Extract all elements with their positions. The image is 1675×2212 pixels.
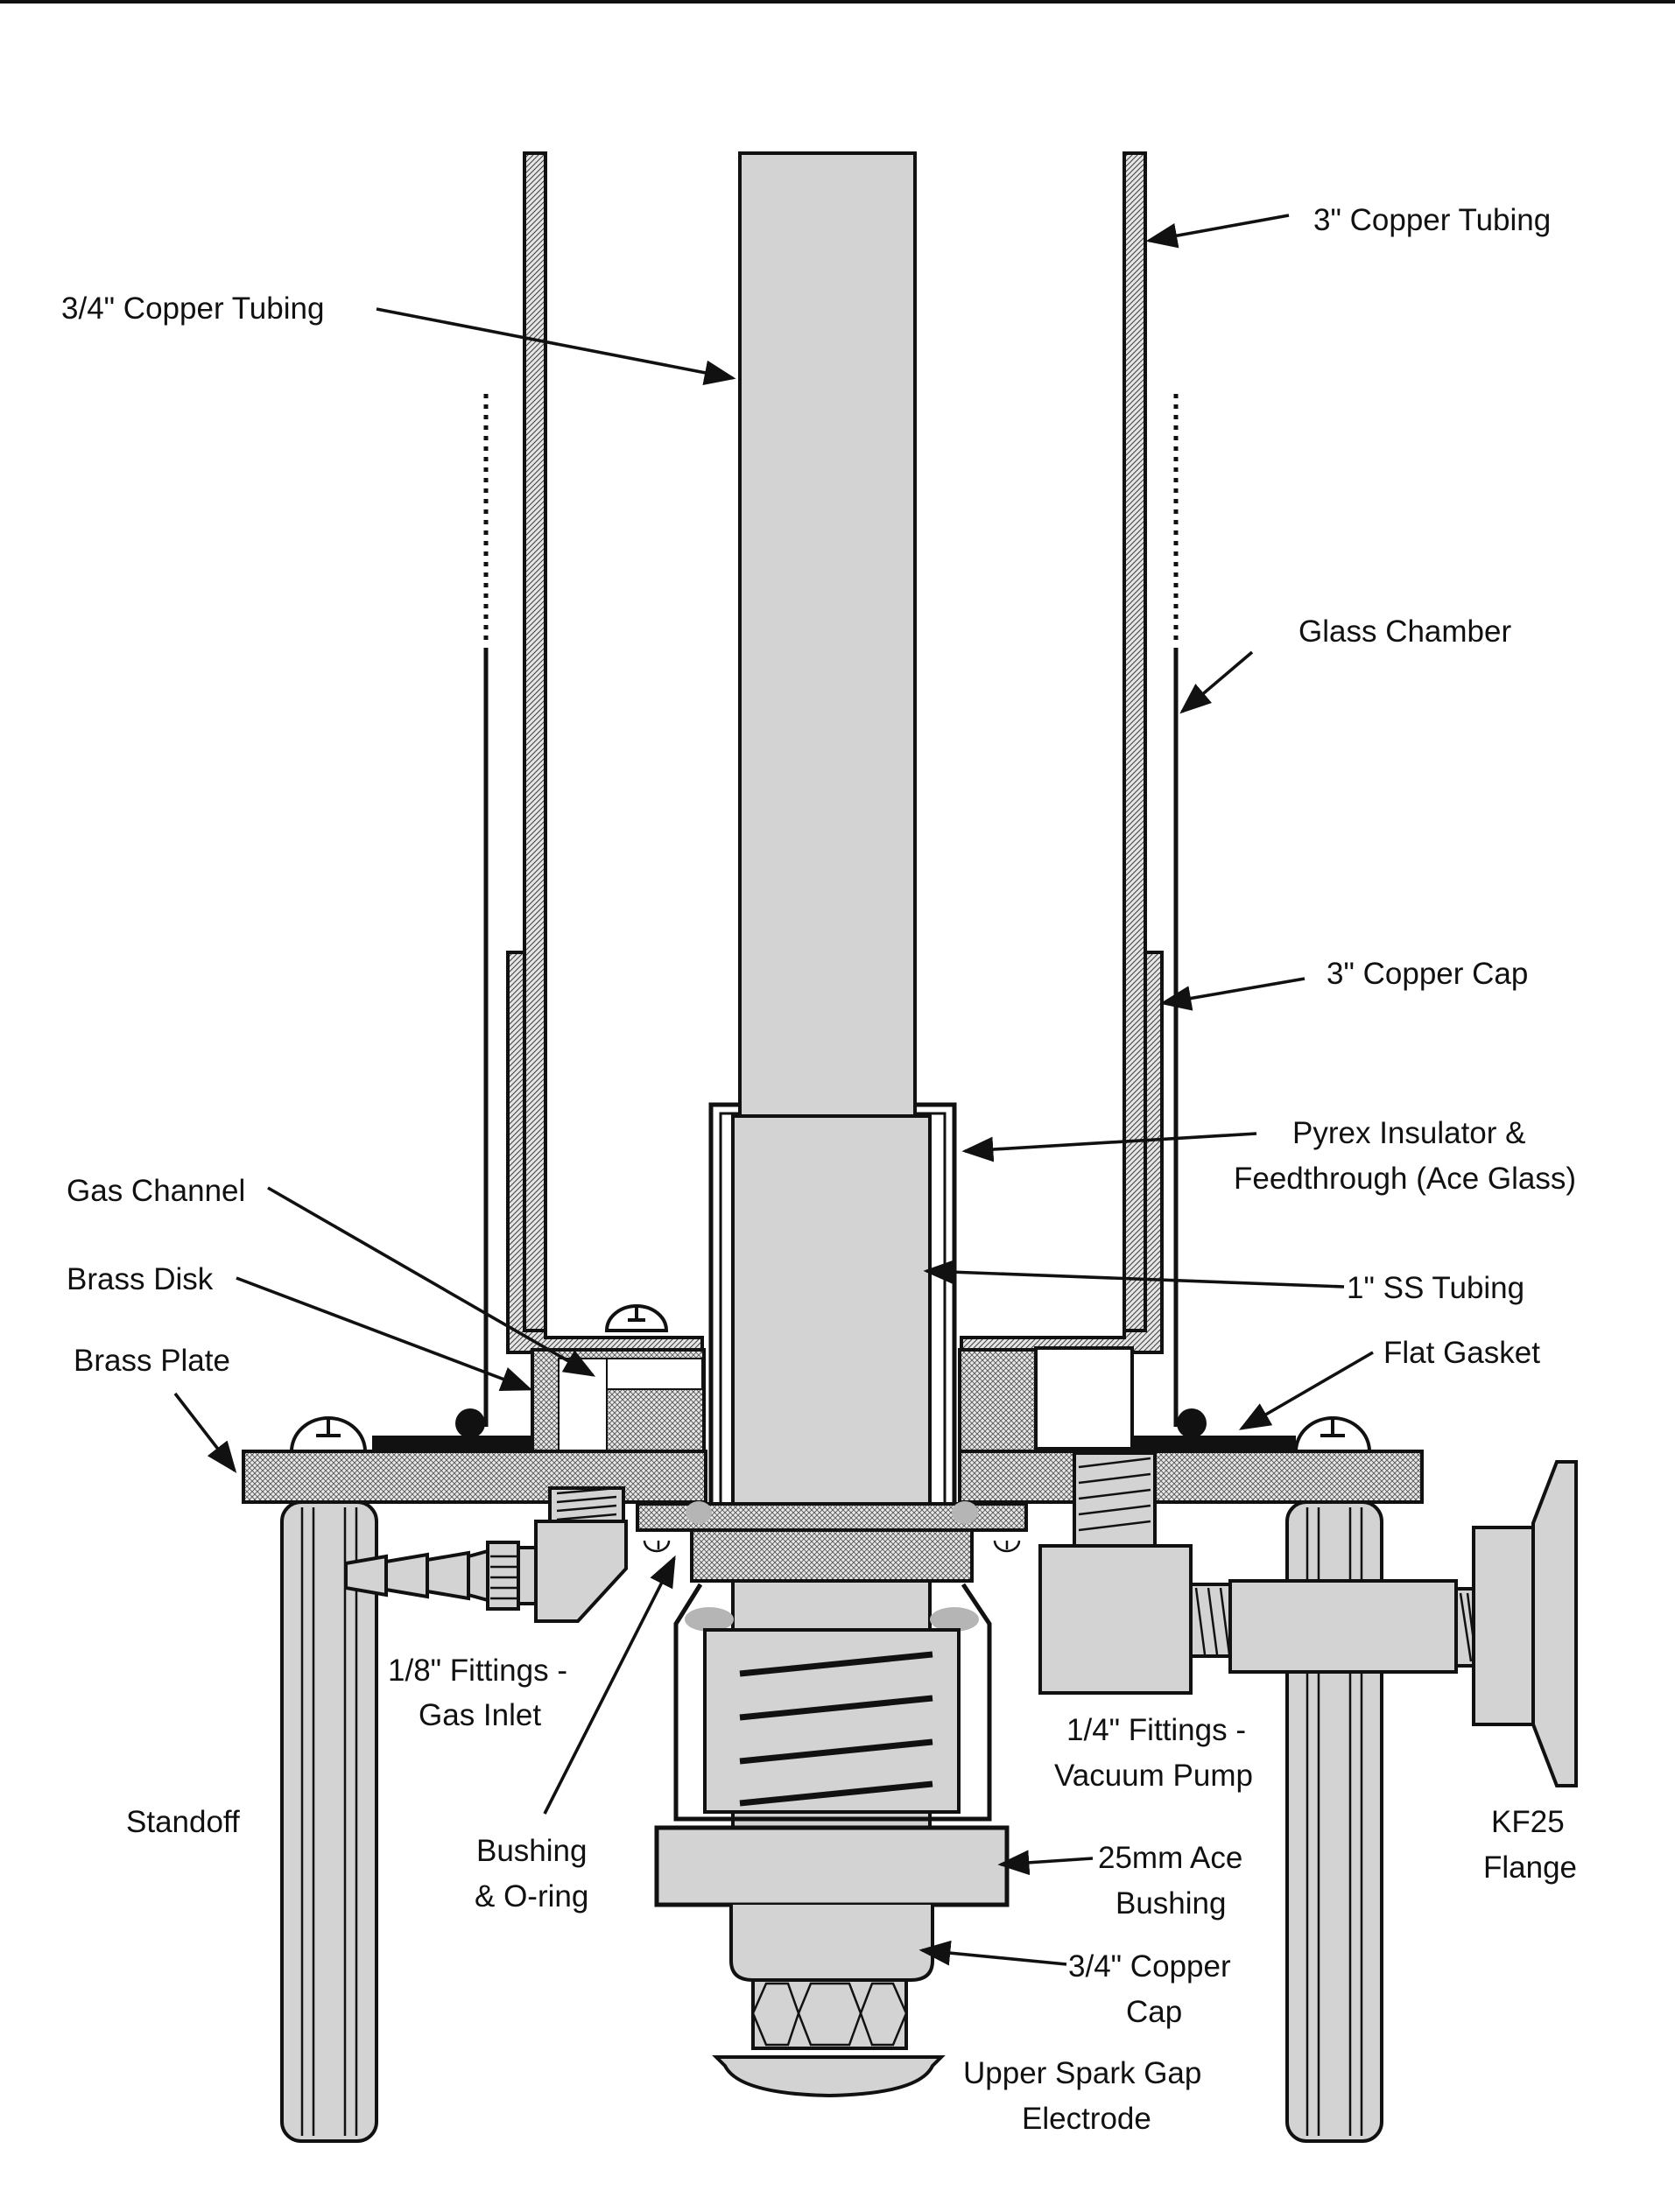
brass-plate xyxy=(242,1450,1424,1504)
spark-gap-electrode xyxy=(712,2055,946,2098)
copper-tubing-3in xyxy=(523,151,1147,1332)
left-standoff xyxy=(280,1500,378,2143)
label-copper-cap-34-line2: Cap xyxy=(1126,1995,1182,2029)
ace-bushing xyxy=(654,1825,1010,1907)
label-fittings-18-line1: 1/8" Fittings - xyxy=(388,1654,567,1688)
label-copper-tubing-34in: 3/4" Copper Tubing xyxy=(61,291,324,326)
label-pyrex-line2: Feedthrough (Ace Glass) xyxy=(1234,1162,1576,1196)
label-ace-bushing-line2: Bushing xyxy=(1115,1886,1226,1921)
label-bushing-oring-line1: Bushing xyxy=(476,1834,587,1868)
label-copper-cap-3in: 3" Copper Cap xyxy=(1327,957,1528,991)
label-brass-disk: Brass Disk xyxy=(67,1262,214,1296)
label-copper-tubing-3in: 3" Copper Tubing xyxy=(1313,203,1551,237)
compression-fitting xyxy=(673,1583,992,1822)
label-electrode-line2: Electrode xyxy=(1022,2102,1151,2136)
label-standoff: Standoff xyxy=(126,1805,240,1839)
label-flat-gasket: Flat Gasket xyxy=(1383,1336,1540,1370)
ss-tubing xyxy=(731,1114,932,1529)
kf25-flange xyxy=(1472,1460,1578,1787)
gas-inlet-fittings xyxy=(344,1486,628,1623)
label-fittings-14-line1: 1/4" Fittings - xyxy=(1066,1713,1246,1747)
label-fittings-14-line2: Vacuum Pump xyxy=(1054,1759,1253,1793)
label-bushing-oring-line2: & O-ring xyxy=(475,1879,588,1914)
electrode-nut xyxy=(751,1978,908,2050)
copper-tubing-34in xyxy=(738,151,917,1118)
labels: 3" Copper Tubing 3/4" Copper Tubing Glas… xyxy=(61,203,1577,2136)
label-kf25-line2: Flange xyxy=(1483,1850,1577,1885)
label-glass-chamber: Glass Chamber xyxy=(1298,614,1511,649)
flat-gasket xyxy=(372,1408,1296,1450)
leader-arrows xyxy=(173,214,1374,1966)
label-copper-cap-34-line1: 3/4" Copper xyxy=(1068,1949,1231,1984)
bushing-oring xyxy=(636,1501,1028,1583)
label-ss-tubing: 1" SS Tubing xyxy=(1347,1271,1524,1305)
label-ace-bushing-line1: 25mm Ace xyxy=(1098,1841,1242,1875)
vacuum-channel xyxy=(1034,1346,1134,1450)
label-brass-plate: Brass Plate xyxy=(74,1344,230,1378)
glass-chamber xyxy=(483,394,1179,1427)
vacuum-fittings xyxy=(1038,1451,1478,1695)
copper-cap-34in xyxy=(729,1905,934,1982)
screw-heads xyxy=(289,1304,1372,1453)
label-gas-channel: Gas Channel xyxy=(67,1174,245,1208)
label-electrode-line1: Upper Spark Gap xyxy=(963,2056,1201,2090)
label-fittings-18-line2: Gas Inlet xyxy=(419,1698,541,1732)
label-pyrex-line1: Pyrex Insulator & xyxy=(1292,1116,1526,1150)
label-kf25-line1: KF25 xyxy=(1491,1805,1565,1839)
